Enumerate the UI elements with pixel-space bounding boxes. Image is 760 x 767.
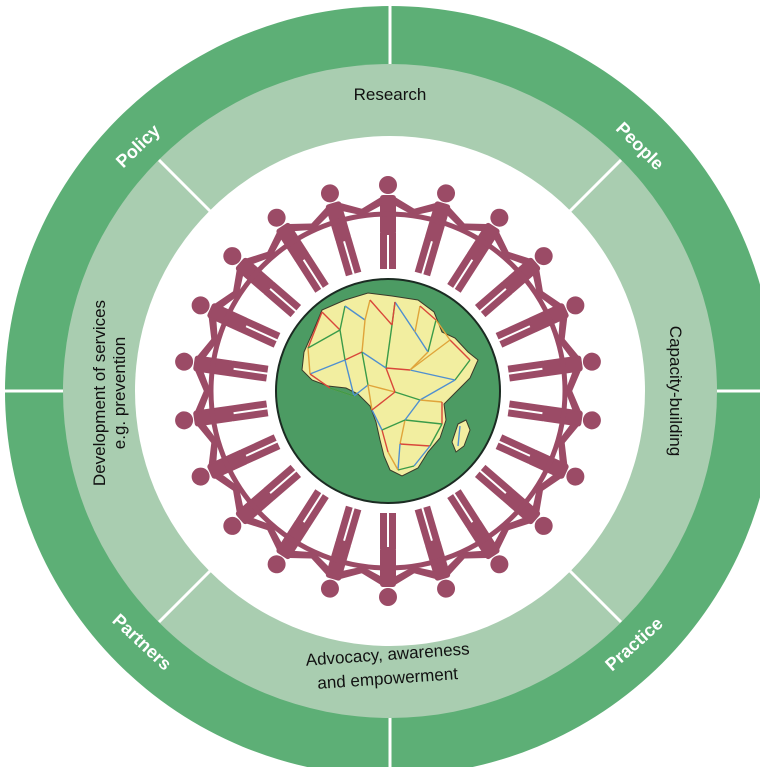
route-line bbox=[387, 451, 399, 471]
route-line bbox=[329, 387, 355, 397]
route-line bbox=[419, 379, 456, 401]
route-line bbox=[414, 305, 421, 333]
route-line bbox=[404, 399, 421, 421]
route-line bbox=[394, 301, 416, 333]
route-line bbox=[361, 351, 369, 386]
route-line bbox=[371, 391, 396, 411]
route-line bbox=[454, 359, 471, 381]
person-figure bbox=[495, 434, 585, 494]
africa-map-icon bbox=[301, 292, 479, 477]
route-line bbox=[413, 445, 431, 467]
route-line bbox=[307, 329, 341, 349]
route-line bbox=[409, 369, 456, 381]
inner-divider-tr bbox=[568, 158, 623, 213]
route-line bbox=[381, 429, 389, 453]
inner-label-capacity: Capacity-building bbox=[666, 326, 685, 456]
madagascar bbox=[451, 419, 471, 453]
route-line bbox=[435, 319, 451, 341]
route-line bbox=[309, 359, 346, 375]
route-line bbox=[344, 359, 355, 397]
route-line bbox=[344, 305, 366, 321]
person-figure bbox=[447, 208, 511, 293]
route-line bbox=[449, 339, 471, 361]
inner-label-research: Research bbox=[354, 85, 427, 104]
route-line bbox=[429, 423, 443, 447]
route-line bbox=[307, 347, 311, 375]
person-figure bbox=[223, 247, 302, 318]
route-line bbox=[399, 443, 431, 447]
inner-label-development-line1: Development of services bbox=[90, 300, 109, 486]
route-line bbox=[367, 384, 373, 411]
inner-divider-tl bbox=[157, 158, 212, 213]
inner-label-development-line2: e.g. prevention bbox=[110, 337, 129, 449]
route-line bbox=[419, 305, 437, 321]
route-line bbox=[394, 391, 421, 401]
route-line bbox=[344, 351, 363, 361]
route-line bbox=[367, 384, 396, 393]
inner-divider-bl bbox=[157, 569, 212, 624]
route-line bbox=[457, 425, 461, 447]
route-line bbox=[381, 419, 406, 431]
route-line bbox=[419, 399, 443, 403]
route-line bbox=[309, 373, 331, 389]
route-line bbox=[361, 351, 387, 369]
people-holding-hands-icon bbox=[175, 176, 601, 606]
route-line bbox=[339, 305, 346, 331]
route-line bbox=[385, 324, 393, 369]
route-line bbox=[427, 319, 437, 353]
inner-divider-br bbox=[568, 569, 623, 624]
route-line bbox=[353, 384, 369, 397]
route-line bbox=[364, 299, 371, 321]
person-figure bbox=[474, 464, 553, 535]
hands-band bbox=[208, 211, 568, 571]
person-figure bbox=[191, 434, 281, 494]
route-line bbox=[307, 311, 323, 349]
route-line bbox=[404, 419, 443, 425]
route-line bbox=[385, 367, 411, 371]
route-line bbox=[397, 443, 401, 471]
route-line bbox=[369, 299, 393, 326]
route-line bbox=[361, 319, 366, 353]
route-line bbox=[409, 339, 451, 371]
route-line bbox=[339, 329, 346, 361]
route-line bbox=[391, 301, 396, 326]
route-line bbox=[371, 409, 383, 431]
route-line bbox=[399, 419, 406, 445]
person-figure bbox=[409, 505, 468, 598]
route-line bbox=[385, 367, 396, 393]
route-line bbox=[321, 311, 341, 331]
route-line bbox=[397, 465, 415, 471]
route-line bbox=[414, 331, 429, 353]
